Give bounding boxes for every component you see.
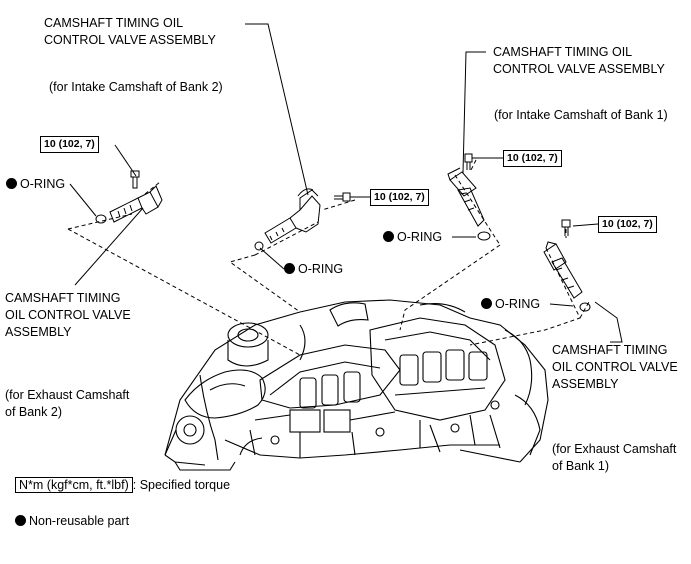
ocv-intake-bank1-label: CAMSHAFT TIMING OIL CONTROL VALVE ASSEMB…: [493, 45, 665, 76]
oring-right-top-part: [477, 231, 491, 241]
non-reusable-dot-icon: [481, 298, 492, 309]
ocv-intake-bank2-label: CAMSHAFT TIMING OIL CONTROL VALVE ASSEMB…: [44, 16, 216, 47]
exhaust-bank1-caption: (for Exhaust Camshaft of Bank 1): [552, 442, 677, 473]
legend-non-reusable: Non-reusable part: [15, 513, 129, 530]
torque-spec-right-low: 10 (102, 7): [598, 216, 657, 233]
intake-bank1-caption: (for Intake Camshaft of Bank 1): [494, 108, 668, 122]
oring-label-left: O-RING: [6, 176, 65, 193]
ocv-exhaust-bank1: [543, 241, 583, 299]
non-reusable-dot-icon: [15, 515, 26, 526]
bolt-center: [334, 192, 351, 202]
oring-left-part: [95, 214, 107, 224]
solid-leaders: [69, 23, 623, 343]
torque-spec-left: 10 (102, 7): [40, 136, 99, 153]
oring-right-low-part: [579, 302, 591, 312]
intake-bank2-caption: (for Intake Camshaft of Bank 2): [49, 80, 223, 94]
ocv-intake-bank2: [264, 188, 321, 244]
engine-illustration: [164, 299, 549, 471]
ocv-exhaust-bank2: [109, 185, 163, 223]
dashed-leaders: [67, 159, 591, 356]
oring-label-right-low: O-RING: [481, 296, 540, 313]
torque-legend-text: : Specified torque: [132, 478, 231, 492]
non-reusable-dot-icon: [284, 263, 295, 274]
torque-spec-center: 10 (102, 7): [370, 189, 429, 206]
oring-label-center: O-RING: [284, 261, 343, 278]
legend-torque: N*m (kgf*cm, ft.*lbf): Specified torque: [15, 477, 230, 494]
bolt-right-top: [464, 153, 473, 170]
exhaust-bank2-caption: (for Exhaust Camshaft of Bank 2): [5, 388, 130, 419]
torque-spec-right-top: 10 (102, 7): [503, 150, 562, 167]
ocv-exhaust-bank1-label: CAMSHAFT TIMING OIL CONTROL VALVE ASSEMB…: [552, 343, 678, 391]
non-reusable-dot-icon: [383, 231, 394, 242]
non-reusable-dot-icon: [6, 178, 17, 189]
torque-unit-box: N*m (kgf*cm, ft.*lbf): [15, 477, 133, 493]
ocv-intake-bank1: [447, 167, 485, 227]
bolt-left: [130, 170, 140, 189]
oring-label-right-top: O-RING: [383, 229, 442, 246]
bolt-right-low: [561, 219, 571, 236]
ocv-exhaust-bank2-label: CAMSHAFT TIMING OIL CONTROL VALVE ASSEMB…: [5, 291, 131, 339]
oring-center-part: [254, 241, 264, 251]
